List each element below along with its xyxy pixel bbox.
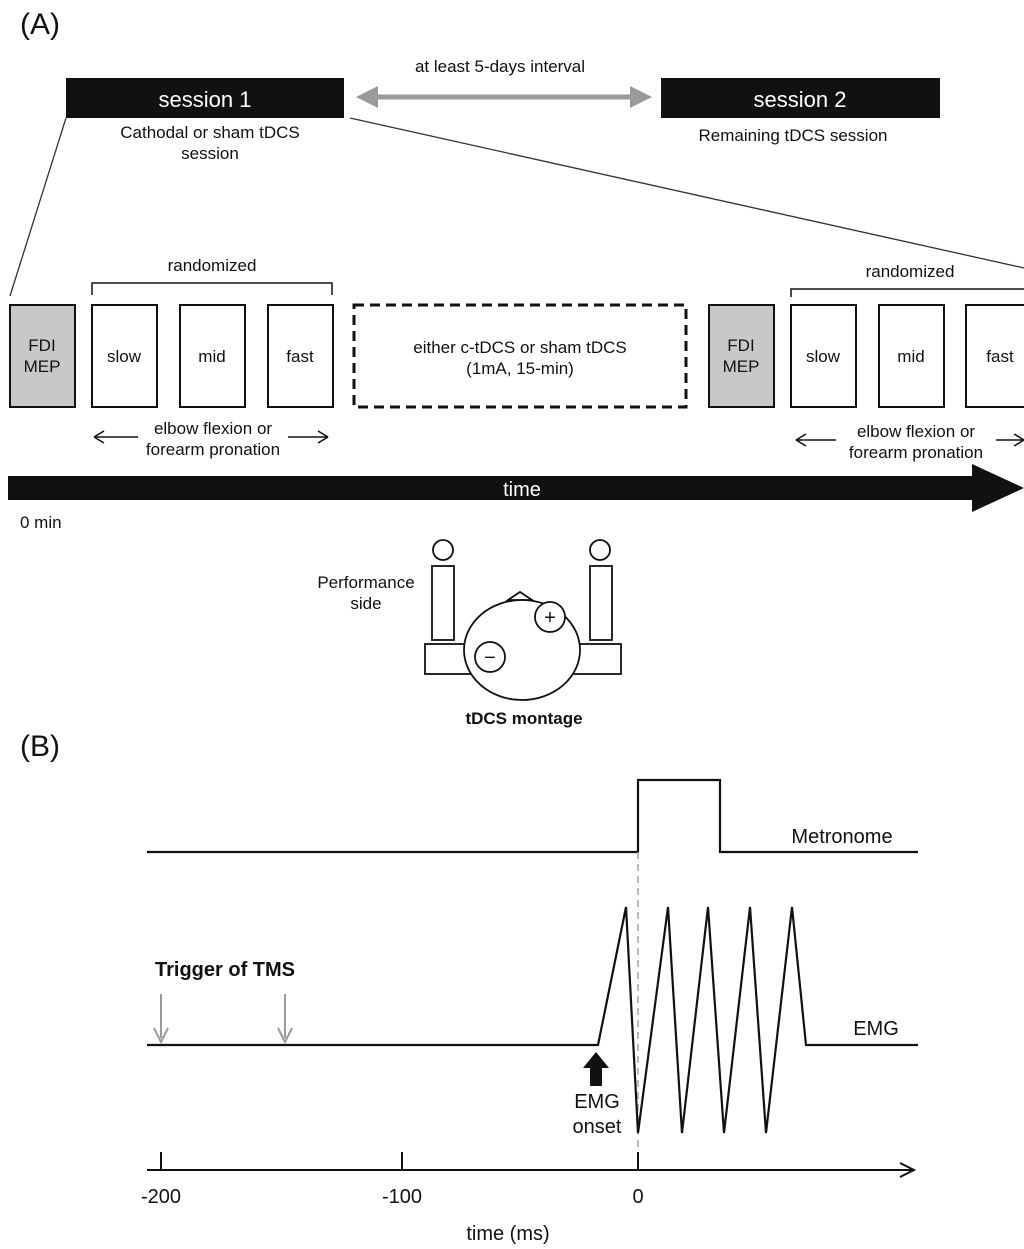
speed-label: fast — [286, 347, 314, 366]
time-axis-arrowhead — [899, 1162, 917, 1178]
axis-tick-label: -200 — [141, 1186, 181, 1208]
panel-a-label: (A) — [20, 8, 60, 41]
session1-desc: session — [181, 144, 239, 163]
tdcs-montage: + − — [424, 539, 622, 701]
tms-trigger-arrow — [277, 994, 293, 1045]
time-axis-label: time (ms) — [466, 1223, 549, 1245]
fdi-mep-label: FDI — [727, 336, 754, 355]
fdi-mep-label: FDI — [28, 336, 55, 355]
interval-label: at least 5-days interval — [415, 57, 585, 76]
speed-box-slow — [91, 304, 158, 408]
stimulation-label: either c-tDCS or sham tDCS — [413, 338, 627, 357]
tms-trigger-label: Trigger of TMS — [155, 959, 295, 981]
speed-box-slow — [790, 304, 857, 408]
speed-label: mid — [897, 347, 924, 366]
session2-title: session 2 — [754, 87, 847, 112]
speed-box-mid — [179, 304, 246, 408]
cathode-symbol: − — [484, 647, 496, 669]
timeline-start-label: 0 min — [20, 513, 62, 532]
session1-desc: Cathodal or sham tDCS — [120, 123, 300, 142]
task-label: forearm pronation — [146, 440, 280, 459]
session1-box — [66, 78, 344, 118]
stimulation-box — [352, 303, 688, 409]
emg-label: EMG — [853, 1018, 899, 1040]
panel-b-label: (B) — [20, 730, 60, 763]
speed-box-fast — [965, 304, 1024, 408]
session2-box — [661, 78, 940, 118]
task-label: elbow flexion or — [857, 422, 975, 441]
emg-onset-arrow — [583, 1052, 609, 1086]
speed-label: fast — [986, 347, 1014, 366]
performance-side-label: Performance — [317, 573, 414, 592]
randomized-label: randomized — [168, 256, 257, 275]
session2-desc: Remaining tDCS session — [699, 126, 888, 145]
axis-tick-label: -100 — [382, 1186, 422, 1208]
left-arm-icon — [431, 565, 455, 641]
fdi-mep-box — [9, 304, 76, 408]
speed-label: slow — [806, 347, 841, 366]
anode-electrode-icon — [534, 601, 566, 633]
speed-label: mid — [198, 347, 225, 366]
task-label: forearm pronation — [849, 443, 983, 462]
cathode-electrode-icon — [474, 641, 506, 673]
tms-trigger-arrow — [153, 994, 169, 1045]
session1-title: session 1 — [159, 87, 252, 112]
fdi-mep-label: MEP — [723, 357, 760, 376]
task-label: elbow flexion or — [154, 419, 272, 438]
left-hand-icon — [432, 539, 454, 561]
timeline-label: time — [503, 479, 541, 501]
randomized-bracket — [91, 282, 333, 295]
stimulation-label: (1mA, 15-min) — [466, 359, 574, 378]
emg-onset-label: onset — [573, 1116, 622, 1138]
fdi-mep-label: MEP — [24, 357, 61, 376]
speed-box-mid — [878, 304, 945, 408]
randomized-label: randomized — [866, 262, 955, 281]
right-arm-icon — [589, 565, 613, 641]
timeline-arrow — [8, 464, 1024, 512]
nose-icon — [505, 590, 535, 601]
montage-caption: tDCS montage — [465, 709, 582, 728]
metronome-label: Metronome — [791, 826, 892, 848]
anode-symbol: + — [544, 607, 556, 629]
right-hand-icon — [589, 539, 611, 561]
metronome-trace — [147, 778, 918, 854]
speed-label: slow — [107, 347, 142, 366]
zoom-line — [349, 117, 1024, 269]
randomized-bracket — [790, 288, 1024, 297]
speed-box-fast — [267, 304, 334, 408]
fdi-mep-box — [708, 304, 775, 408]
zoom-line — [9, 117, 67, 297]
emg-trace — [147, 906, 918, 1134]
performance-side-label: side — [350, 594, 381, 613]
axis-tick-label: 0 — [632, 1186, 643, 1208]
emg-onset-label: EMG — [574, 1091, 620, 1113]
interval-arrow — [356, 86, 652, 108]
